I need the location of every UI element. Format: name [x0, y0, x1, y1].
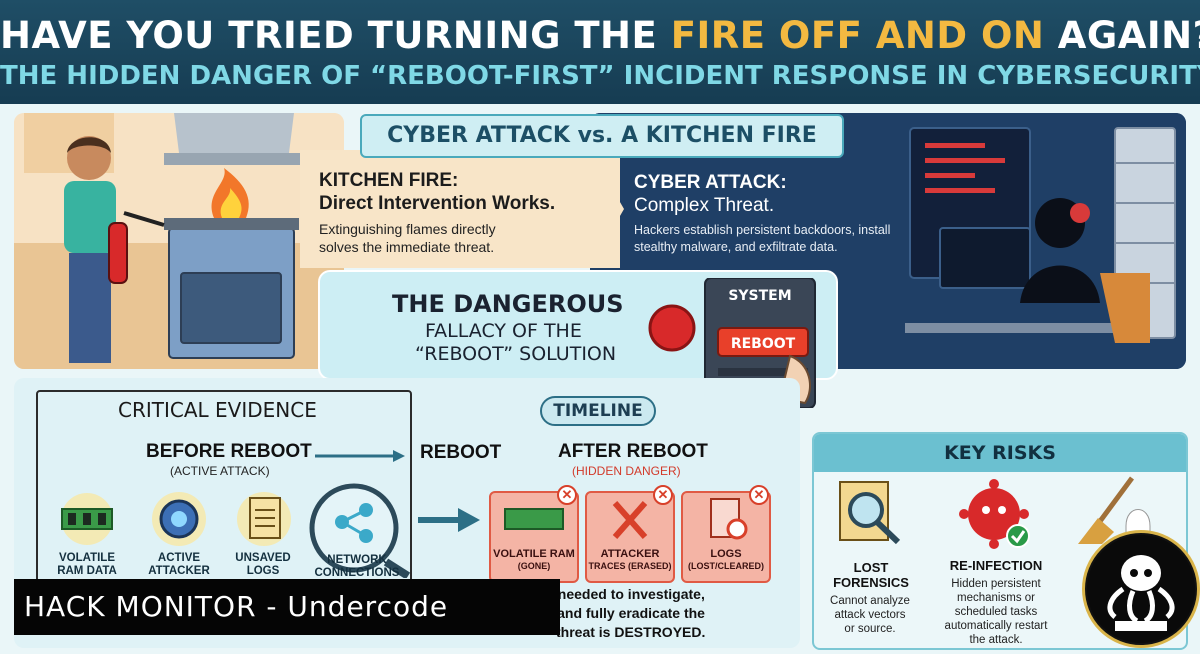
cross-icon [612, 501, 648, 539]
destroyed-evidence-text: ence needed to investigate, stand, and f… [512, 586, 706, 640]
fallacy-line-1: THE DANGEROUS [392, 290, 624, 318]
kitchen-fire-title: KITCHEN FIRE: [319, 170, 459, 191]
ram-chip-icon [61, 493, 113, 545]
key-risks-title: KEY RISKS [814, 434, 1186, 472]
ram-chip-icon [504, 508, 564, 530]
kitchen-fire-subtitle: Direct Intervention Works. [319, 193, 556, 214]
x-badge-icon: ✕ [653, 485, 673, 505]
lost-traces-card [585, 491, 675, 583]
lost-logs-card [681, 491, 771, 583]
cyber-attack-subtitle: Complex Threat. [634, 195, 775, 216]
volatile-ram-gone: VOLATILE RAM(GONE) [493, 548, 575, 571]
virus-icon [959, 479, 1030, 549]
reboot-label: REBOOT [420, 442, 502, 463]
logs-lost-cleared: LOGS(LOST/CLEARED) [688, 548, 764, 571]
before-reboot-title: BEFORE REBOOT [146, 441, 312, 462]
after-reboot-subtitle: (HIDDEN DANGER) [572, 464, 681, 478]
critical-evidence-label: CRITICAL EVIDENCE [108, 396, 327, 424]
kitchen-fire-description: Extinguishing flames directly solves the… [319, 221, 496, 255]
kitchen-scene-image [14, 113, 344, 369]
fallacy-line-2: FALLACY OF THE [425, 320, 582, 342]
magnifier-network-icon [309, 483, 411, 578]
octopus-logo-icon [1087, 535, 1195, 643]
gear-icon [152, 492, 206, 546]
main-title: HAVE YOU TRIED TURNING THE FIRE OFF AND … [0, 14, 1200, 57]
document-icon [237, 492, 291, 546]
after-reboot-title: AFTER REBOOT [558, 441, 708, 462]
header: HAVE YOU TRIED TURNING THE FIRE OFF AND … [0, 0, 1200, 104]
system-label: SYSTEM [728, 288, 791, 304]
comparison-banner: CYBER ATTACK vs. A KITCHEN FIRE [360, 114, 844, 158]
kitchen-illustration [14, 113, 344, 369]
before-reboot-subtitle: (ACTIVE ATTACK) [170, 464, 270, 478]
x-badge-icon: ✕ [749, 485, 769, 505]
main-subtitle: THE HIDDEN DANGER OF “REBOOT-FIRST” INCI… [0, 61, 1200, 91]
reboot-button-label: REBOOT [731, 336, 796, 352]
risk-reinfection-title: RE-INFECTION [949, 558, 1043, 573]
red-button-icon [648, 304, 696, 352]
timeline-arrow-icon [315, 450, 405, 462]
comparison-arrow [590, 150, 624, 268]
x-badge-icon: ✕ [557, 485, 577, 505]
reboot-button [717, 327, 809, 357]
blocked-document-icon [710, 498, 748, 540]
fallacy-line-3: “REBOOT” SOLUTION [415, 343, 617, 365]
timeline-label: TIMELINE [540, 396, 656, 426]
arrow-right-icon [418, 508, 480, 532]
magnifier-document-icon [839, 481, 901, 545]
kitchen-fire-panel [300, 150, 620, 268]
lost-ram-card [489, 491, 579, 583]
cyber-attack-title: CYBER ATTACK: [634, 172, 787, 193]
cyber-attack-description: Hackers establish persistent backdoors, … [634, 223, 891, 254]
watermark-banner: HACK MONITOR - Undercode [14, 579, 560, 635]
octopus-logo [1082, 530, 1200, 648]
